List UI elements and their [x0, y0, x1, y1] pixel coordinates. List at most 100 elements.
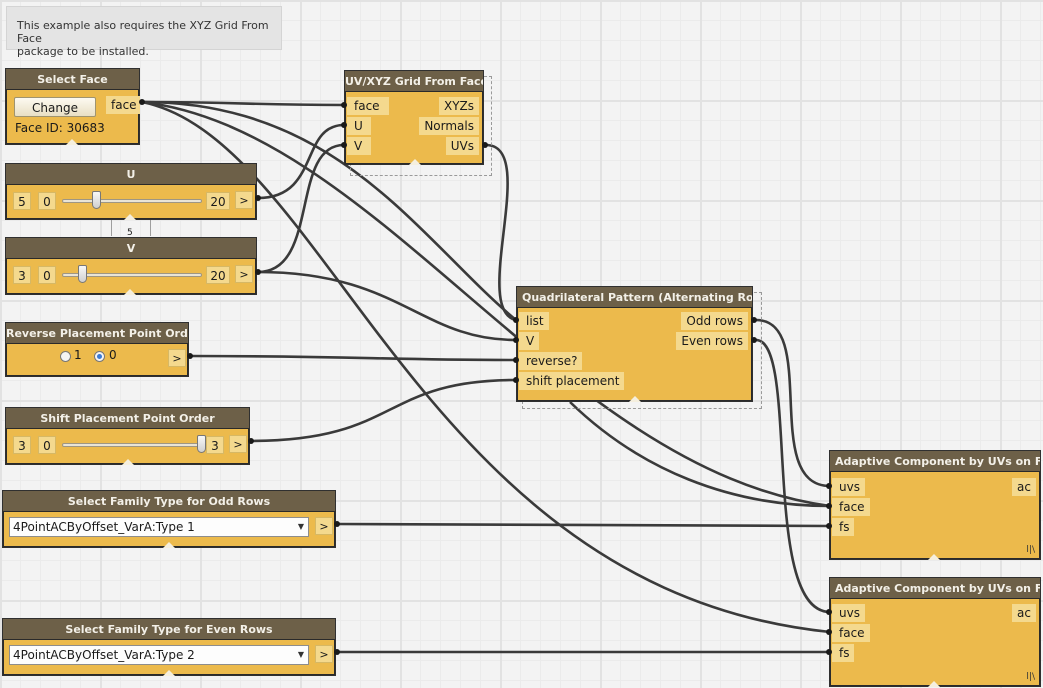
wire-face-to-ac2-face[interactable]: [141, 100, 831, 634]
input-dot-ac1-fs[interactable]: [826, 523, 832, 529]
odd-family-node[interactable]: Select Family Type for Odd Rows 4PointAC…: [2, 490, 336, 548]
output-dot-quad-odd[interactable]: [751, 317, 757, 323]
output-port-ac[interactable]: ac: [1012, 604, 1036, 622]
output-dot-quad-even[interactable]: [751, 337, 757, 343]
output-dot-v[interactable]: [255, 269, 261, 275]
uv-grid-node[interactable]: UV/XYZ Grid From Face face U V XYZs Norm…: [344, 70, 484, 165]
node-expander[interactable]: [629, 396, 641, 402]
even-family-node[interactable]: Select Family Type for Even Rows 4PointA…: [2, 618, 336, 676]
change-button[interactable]: Change: [14, 97, 96, 117]
slider-v-thumb[interactable]: [78, 265, 87, 283]
node-expander[interactable]: [124, 289, 136, 295]
output-port-even-rows[interactable]: Even rows: [676, 332, 748, 350]
wire-u-to-grid-u[interactable]: [257, 123, 345, 200]
output-dot-grid-uvs[interactable]: [482, 142, 488, 148]
output-port-face[interactable]: face: [106, 96, 140, 114]
output-port-xyzs[interactable]: XYZs: [438, 97, 479, 115]
output-port-ac[interactable]: ac: [1012, 478, 1036, 496]
output-port-uvs[interactable]: UVs: [445, 137, 479, 155]
node-expander[interactable]: [124, 214, 136, 220]
lacing-indicator[interactable]: l|\: [1026, 545, 1035, 555]
wire-even-to-ac2-uvs[interactable]: [755, 338, 831, 614]
node-expander[interactable]: [163, 542, 175, 548]
radio-option-1[interactable]: [60, 351, 71, 362]
slider-v-value[interactable]: 3: [13, 266, 31, 284]
slider-u-track[interactable]: [62, 199, 202, 203]
input-port-shift[interactable]: shift placement: [519, 372, 625, 390]
odd-family-expand-arrow[interactable]: >: [315, 517, 333, 535]
reverse-expand-arrow[interactable]: >: [168, 349, 186, 367]
input-dot-quad-shift[interactable]: [513, 377, 519, 383]
odd-family-dropdown[interactable]: 4PointACByOffset_VarA:Type 1 ▼: [9, 517, 309, 537]
wire-v-to-quad-v[interactable]: [257, 270, 517, 342]
node-expander[interactable]: [122, 459, 134, 465]
input-dot-ac1-uvs[interactable]: [826, 483, 832, 489]
output-dot-odd-family[interactable]: [334, 521, 340, 527]
wire-face-to-ac1-face[interactable]: [141, 100, 831, 508]
output-dot-face[interactable]: [139, 99, 145, 105]
output-dot-even-family[interactable]: [334, 649, 340, 655]
wire-odd-fam-to-ac1-fs[interactable]: [335, 522, 831, 528]
output-port-odd-rows[interactable]: Odd rows: [681, 312, 748, 330]
input-port-fs[interactable]: fs: [832, 518, 855, 536]
wire-face-to-quad-list[interactable]: [141, 100, 517, 321]
reverse-order-node[interactable]: Reverse Placement Point Order 1 0 >: [5, 322, 189, 377]
node-expander[interactable]: [409, 159, 421, 165]
node-expander[interactable]: [66, 139, 78, 145]
input-dot-quad-reverse[interactable]: [513, 357, 519, 363]
even-family-dropdown[interactable]: 4PointACByOffset_VarA:Type 2 ▼: [9, 645, 309, 665]
shift-thumb[interactable]: [197, 435, 206, 453]
slider-v-node[interactable]: V 3 0 20 >: [5, 237, 257, 295]
output-dot-shift[interactable]: [248, 438, 254, 444]
shift-value[interactable]: 3: [13, 436, 31, 454]
input-dot-ac2-face[interactable]: [826, 629, 832, 635]
slider-v-expand-arrow[interactable]: >: [235, 265, 253, 283]
radio-option-0[interactable]: [94, 351, 105, 362]
wire-v-to-grid-v[interactable]: [257, 143, 345, 274]
slider-v-max[interactable]: 20: [206, 266, 230, 284]
input-dot-grid-v[interactable]: [341, 142, 347, 148]
input-port-uvs[interactable]: uvs: [832, 604, 865, 622]
node-expander[interactable]: [928, 681, 940, 687]
input-dot-quad-list[interactable]: [513, 317, 519, 323]
adaptive-component-node-2[interactable]: Adaptive Component by UVs on Face uvs fa…: [829, 577, 1041, 687]
slider-u-expand-arrow[interactable]: >: [235, 191, 253, 209]
input-dot-grid-u[interactable]: [341, 122, 347, 128]
adaptive-component-node-1[interactable]: Adaptive Component by UVs on Face uvs fa…: [829, 450, 1041, 560]
slider-u-value[interactable]: 5: [13, 192, 31, 210]
input-port-face[interactable]: face: [832, 498, 870, 516]
slider-v-track[interactable]: [62, 273, 202, 277]
input-port-v[interactable]: V: [519, 332, 540, 350]
node-expander[interactable]: [928, 554, 940, 560]
quad-pattern-node[interactable]: Quadrilateral Pattern (Alternating Rows)…: [516, 286, 753, 402]
input-port-reverse[interactable]: reverse?: [519, 352, 583, 370]
node-expander[interactable]: [163, 670, 175, 676]
shift-track[interactable]: [62, 443, 202, 447]
wire-shift-to-quad[interactable]: [249, 378, 517, 443]
lacing-indicator[interactable]: l|\: [1026, 672, 1035, 682]
input-port-u[interactable]: U: [347, 117, 371, 135]
input-dot-ac2-fs[interactable]: [826, 649, 832, 655]
input-port-list[interactable]: list: [519, 312, 549, 330]
input-port-uvs[interactable]: uvs: [832, 478, 865, 496]
slider-v-min[interactable]: 0: [38, 266, 56, 284]
input-port-face[interactable]: face: [347, 97, 389, 115]
input-dot-grid-face[interactable]: [341, 102, 347, 108]
output-port-normals[interactable]: Normals: [419, 117, 479, 135]
input-dot-ac2-uvs[interactable]: [826, 609, 832, 615]
input-dot-quad-v[interactable]: [513, 337, 519, 343]
wire-reverse-to-quad[interactable]: [189, 354, 517, 362]
even-family-expand-arrow[interactable]: >: [315, 645, 333, 663]
shift-order-node[interactable]: Shift Placement Point Order 3 0 3 >: [5, 407, 250, 465]
slider-u-min[interactable]: 0: [38, 192, 56, 210]
slider-u-max[interactable]: 20: [206, 192, 230, 210]
wire-quad-to-ac1-face[interactable]: [569, 401, 831, 508]
input-port-fs[interactable]: fs: [832, 644, 855, 662]
shift-max[interactable]: 3: [206, 436, 224, 454]
output-dot-reverse[interactable]: [187, 353, 193, 359]
output-dot-u[interactable]: [255, 195, 261, 201]
wire-uvs-to-quad-list[interactable]: [485, 143, 517, 322]
slider-u-node[interactable]: U 5 0 20 >: [5, 163, 257, 220]
wire-odd-to-ac1-uvs[interactable]: [755, 318, 831, 488]
input-port-v[interactable]: V: [347, 137, 371, 155]
